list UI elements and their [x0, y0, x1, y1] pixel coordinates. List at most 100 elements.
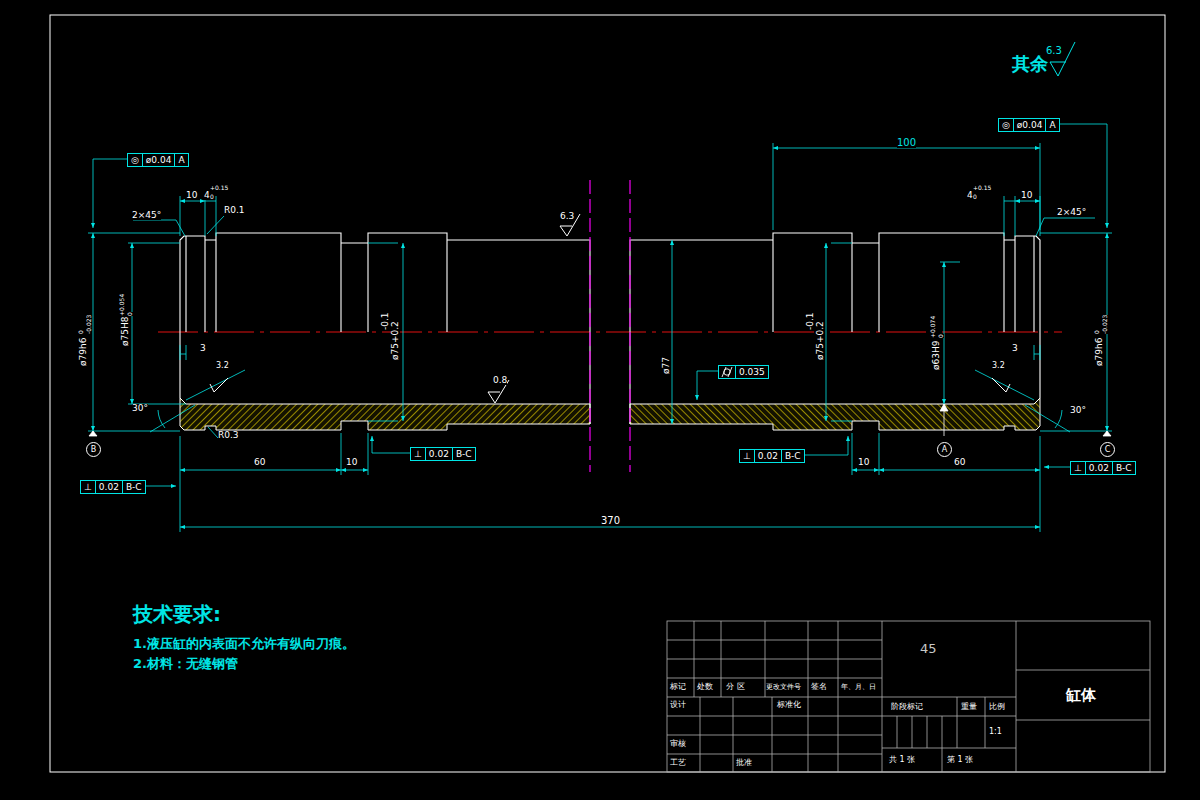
datum-circle: A [937, 442, 952, 457]
dimension-text: 0.8 [493, 376, 507, 385]
dimension-lines [88, 124, 1112, 532]
tolerance-cell: ◎ [999, 119, 1013, 131]
title-block-cell: 审核 [670, 740, 686, 748]
dimension-text: ø79h6 [79, 338, 88, 366]
datum-letter: A [942, 446, 947, 454]
tolerance-leader [697, 371, 718, 400]
dimension-line [852, 470, 879, 471]
dimension-text: 6.3 [560, 212, 574, 221]
dimension-text: +0.15 [210, 185, 228, 191]
title-block-cell: 缸体 [1066, 688, 1096, 703]
cylindricity-lines [722, 367, 732, 377]
break-line [590, 180, 630, 472]
section-hatch [180, 398, 590, 430]
title-block-cell: 批准 [736, 759, 752, 767]
title-block-cell: 1:1 [989, 728, 1002, 736]
title-block-cell: 第 1 张 [947, 756, 973, 764]
technical-note: 2.材料：无缝钢管 [133, 657, 238, 670]
dimension-text: ø75H8 [121, 317, 130, 346]
tolerance-leader [93, 159, 127, 228]
tolerance-frame: ⊥0.02B-C [80, 480, 146, 494]
dimension-text: 0 [210, 194, 214, 200]
tolerance-leader [146, 486, 176, 487]
title-block-cell: 工艺 [670, 759, 686, 767]
datum-letter: B [91, 446, 97, 454]
dimension-line [180, 527, 1040, 528]
tolerance-frame: ⊥0.02B-C [410, 447, 476, 461]
technical-note: 技术要求: [133, 604, 221, 624]
tolerance-cell: ⊥ [1071, 462, 1085, 474]
datum-circle: B [86, 442, 101, 457]
roughness-symbols [210, 42, 1075, 403]
dimension-text: 0 [1094, 330, 1100, 334]
tolerance-cell: A [1045, 119, 1058, 131]
title-block-grid [667, 621, 1150, 772]
datum-triangle [89, 404, 1111, 436]
leader-lines [133, 216, 1095, 438]
title-block [667, 621, 1150, 772]
cylindricity-symbol [719, 366, 735, 378]
dimension-text: 10 [858, 458, 869, 467]
tolerance-cell: 0.035 [735, 366, 768, 378]
dimension-line [341, 470, 368, 471]
tolerance-leader [372, 436, 410, 453]
tolerance-frame: ⊥0.02B-C [1070, 461, 1136, 475]
dimension-text: ø63H9 [932, 341, 941, 370]
dimension-line [826, 243, 827, 421]
title-block-cell: 分 区 [726, 683, 745, 691]
technical-note: 1.液压缸的内表面不允许有纵向刀痕。 [133, 637, 355, 650]
title-block-cell: 45 [920, 642, 937, 655]
dimension-text: 其余 [1012, 55, 1048, 73]
dimension-text: 10 [186, 191, 197, 200]
part-outline [630, 233, 1040, 424]
angle-lines [150, 405, 1070, 432]
dimension-text: +0.15 [973, 185, 991, 191]
roughness-symbol [992, 378, 1010, 392]
dimension-text: 3.2 [992, 362, 1005, 370]
title-block-cell: 更改文件号 [766, 684, 801, 691]
dimension-line [1015, 201, 1040, 202]
dimension-text: 30° [132, 404, 148, 413]
tolerance-cell: B-C [122, 481, 145, 493]
part-left [180, 233, 590, 430]
dimension-line [1004, 201, 1015, 202]
dimension-text: 0 [78, 330, 84, 334]
dimension-text: 2×45° [132, 211, 161, 220]
title-block-cell: 标准化 [777, 701, 801, 709]
dimension-text: 2×45° [1057, 208, 1086, 217]
tolerance-cell: 0.02 [754, 450, 781, 462]
extension-lines [88, 143, 1112, 532]
part-outline [180, 233, 590, 424]
dimension-text: 0 [973, 194, 977, 200]
title-block-cell: 共 1 张 [889, 756, 915, 764]
dimension-text: +0.074 [930, 316, 936, 338]
dimension-text: R0.1 [224, 206, 245, 215]
dimension-text: R0.3 [218, 431, 239, 440]
tolerance-cell: ø0.04 [1013, 119, 1046, 131]
title-block-cell: 处数 [697, 683, 713, 691]
dimension-text: 60 [254, 458, 265, 467]
dimension-text: 100 [897, 138, 916, 148]
tolerance-frame: ◎ø0.04A [127, 153, 189, 167]
dimension-line [205, 201, 216, 202]
dimension-text: -0.023 [1102, 315, 1108, 334]
tolerance-cell: B-C [452, 448, 475, 460]
title-block-cell: 设计 [670, 701, 686, 709]
sheet-frame [50, 15, 1165, 772]
dimension-text: ø75+0.2 [816, 321, 825, 360]
dimension-text: 0 [127, 312, 133, 316]
dimension-text: -0.1 [381, 312, 390, 330]
center-line [158, 331, 1062, 332]
section-hatch [630, 398, 1040, 430]
tolerance-frame: ⊥0.02B-C [739, 449, 805, 463]
tolerance-leader [1044, 467, 1070, 468]
dimension-text: 3.2 [216, 362, 229, 370]
dimension-text: ø75+0.2 [391, 321, 400, 360]
dimension-text: 3 [200, 344, 206, 353]
dimension-text: 0 [938, 334, 944, 338]
tolerance-cell: B-C [1112, 462, 1135, 474]
dimension-text: 6.3 [1046, 46, 1062, 56]
dimension-line [879, 470, 1040, 471]
dimension-line [93, 233, 94, 431]
dimension-text: 60 [954, 458, 965, 467]
